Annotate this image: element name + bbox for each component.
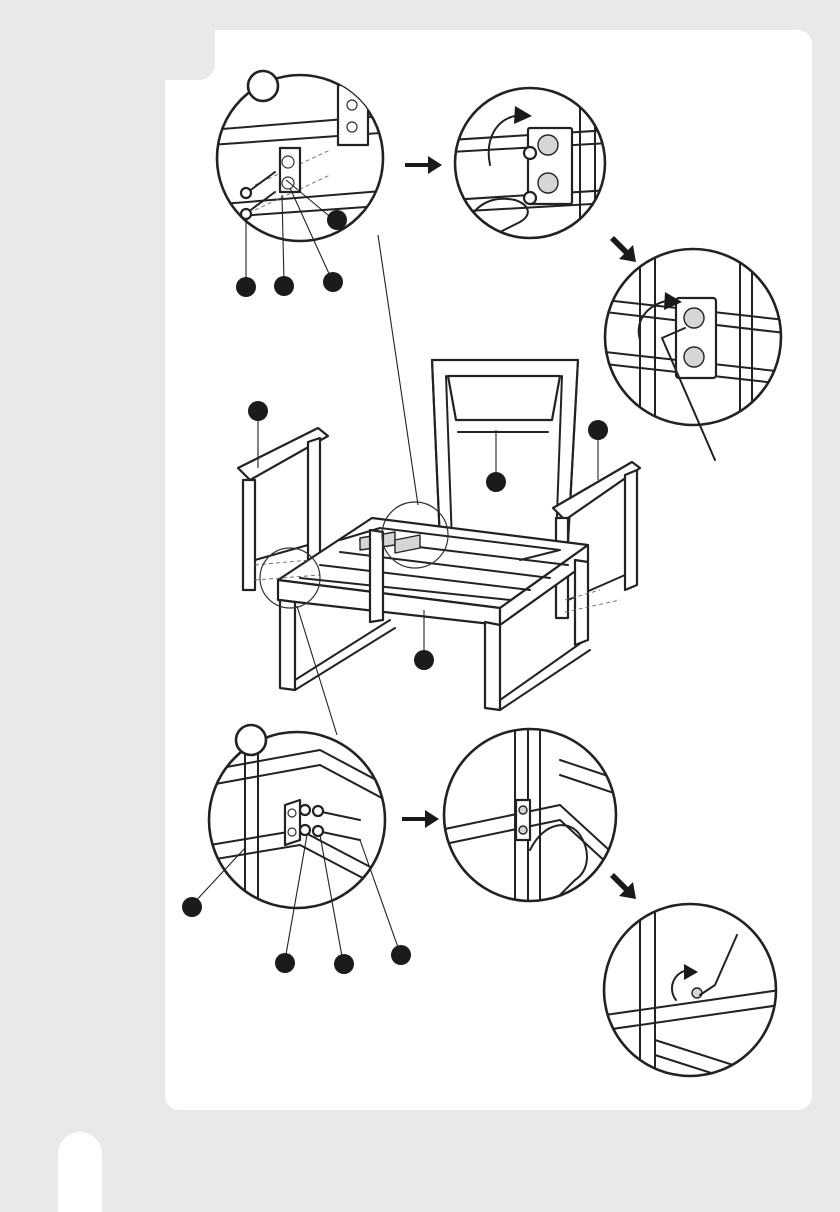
part-callout: [274, 276, 294, 296]
part-callout: [248, 401, 268, 421]
right-arrow-icon: [402, 810, 439, 828]
detail-bottom-allen-key: [604, 904, 780, 1095]
detail-top-bolts: [210, 71, 395, 282]
part-callout: [334, 954, 354, 974]
down-right-arrow-icon: [610, 236, 636, 262]
part-callout: [323, 272, 343, 292]
part-callout: [391, 945, 411, 965]
chair-assembly: [238, 235, 640, 735]
part-callout: [414, 650, 434, 670]
step-letter-circle: [248, 71, 278, 101]
detail-top-allen-key: [605, 249, 785, 460]
down-right-arrow-icon: [610, 873, 636, 899]
detail-bottom-hand-tighten: [440, 729, 620, 901]
part-callout: [182, 897, 202, 917]
detail-top-hand-tighten: [450, 88, 610, 250]
step-letter-circle: [236, 725, 266, 755]
part-callout: [327, 210, 347, 230]
right-arrow-icon: [405, 156, 442, 174]
part-callout: [486, 472, 506, 492]
part-callout: [275, 953, 295, 973]
part-callout: [236, 277, 256, 297]
part-callout: [588, 420, 608, 440]
detail-bottom-bolts: [192, 725, 400, 962]
